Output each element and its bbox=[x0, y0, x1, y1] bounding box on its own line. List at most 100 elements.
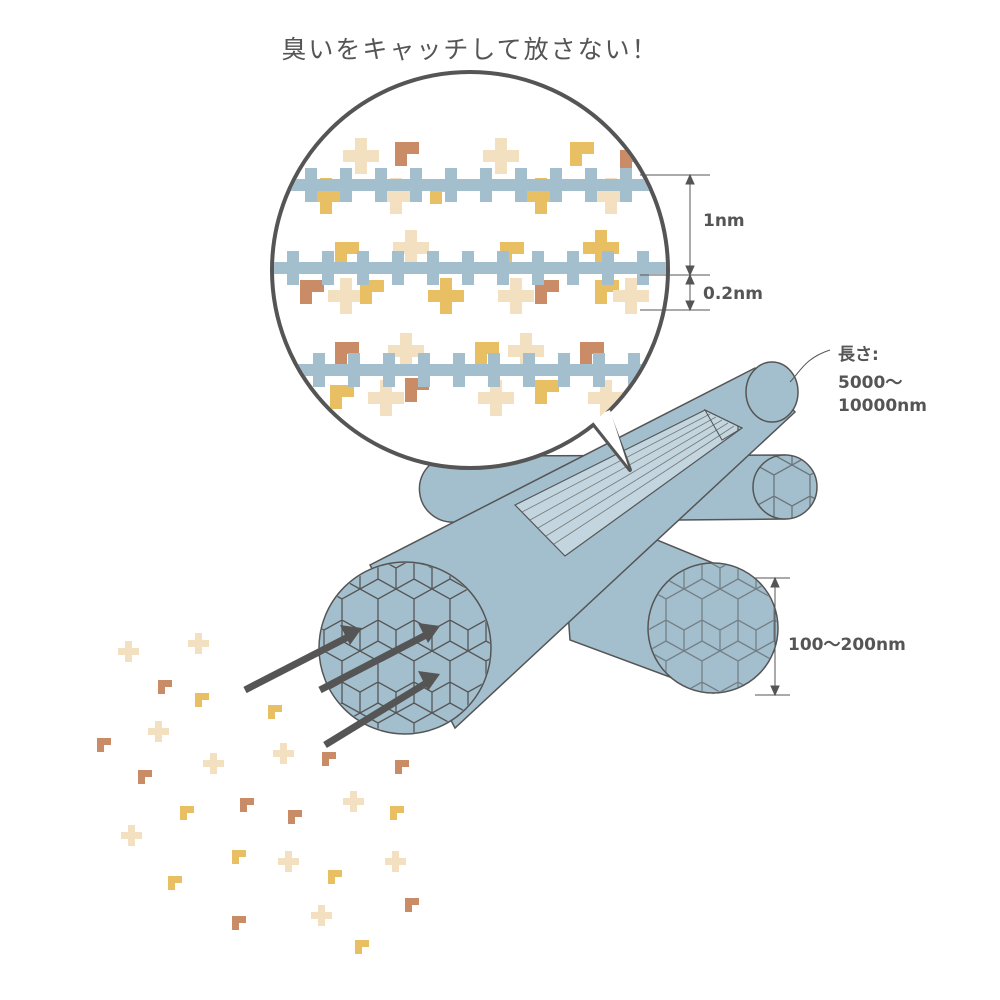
chain-branch bbox=[550, 168, 562, 202]
odor-molecule-corner bbox=[97, 738, 111, 752]
spacing-label-0-2nm: 0.2nm bbox=[703, 284, 763, 304]
molecular-spacing-dimension bbox=[640, 173, 710, 312]
odor-molecules bbox=[97, 633, 419, 954]
length-label-range: 5000〜 bbox=[838, 373, 903, 393]
odor-molecule-corner bbox=[405, 898, 419, 912]
diameter-label: 100〜200nm bbox=[788, 635, 906, 655]
chain-branch bbox=[488, 353, 500, 387]
odor-molecule-plus bbox=[388, 333, 424, 369]
chain-branch bbox=[348, 353, 360, 387]
length-label-unit: 10000nm bbox=[838, 396, 927, 416]
odor-molecule-plus bbox=[483, 138, 519, 174]
odor-molecule-corner bbox=[475, 342, 499, 366]
odor-molecule-plus bbox=[613, 278, 649, 314]
chain-branch bbox=[418, 353, 430, 387]
odor-molecule-corner bbox=[288, 810, 302, 824]
odor-molecule-corner bbox=[395, 142, 419, 166]
odor-molecule-corner bbox=[395, 760, 409, 774]
odor-molecule-corner bbox=[355, 940, 369, 954]
odor-molecule-plus bbox=[188, 633, 209, 654]
odor-molecule-corner bbox=[240, 798, 254, 812]
odor-molecule-corner bbox=[335, 342, 359, 366]
odor-molecule-plus bbox=[328, 278, 364, 314]
magnified-bubble bbox=[252, 70, 710, 472]
chain-branch bbox=[252, 251, 264, 285]
odor-molecule-plus bbox=[278, 851, 299, 872]
odor-molecule-corner bbox=[138, 770, 152, 784]
chain-branch bbox=[462, 251, 474, 285]
odor-molecule-corner bbox=[330, 385, 354, 409]
diameter-dimension bbox=[755, 576, 790, 697]
chain-branch bbox=[655, 168, 666, 202]
chain-branch bbox=[480, 168, 492, 202]
chain-branch bbox=[357, 251, 369, 285]
chain-branch bbox=[698, 353, 710, 387]
length-leader-line bbox=[789, 349, 831, 383]
chain-branch bbox=[672, 251, 684, 285]
odor-molecule-corner bbox=[300, 280, 324, 304]
chain-branch bbox=[690, 168, 702, 202]
odor-molecule-corner bbox=[535, 380, 559, 404]
chain-branch bbox=[340, 168, 352, 202]
chain-branch bbox=[558, 353, 570, 387]
chain-branch bbox=[305, 168, 317, 202]
odor-molecule-plus bbox=[478, 380, 514, 416]
odor-molecule-corner bbox=[335, 242, 359, 266]
chain-branch bbox=[532, 251, 544, 285]
chain-branch bbox=[523, 353, 535, 387]
chain-branch bbox=[602, 251, 614, 285]
odor-molecule-plus bbox=[148, 721, 169, 742]
odor-molecule-corner bbox=[232, 916, 246, 930]
odor-molecule-plus bbox=[118, 641, 139, 662]
length-label-title: 長さ: bbox=[838, 345, 879, 365]
molecular-chain bbox=[274, 333, 710, 416]
chain-backbone bbox=[274, 179, 666, 191]
chain-branch bbox=[585, 168, 597, 202]
chain-branch bbox=[445, 168, 457, 202]
odor-molecule-plus bbox=[498, 278, 534, 314]
chain-branch bbox=[322, 251, 334, 285]
page-title: 臭いをキャッチして放さない！ bbox=[281, 35, 659, 64]
chain-branch bbox=[593, 353, 605, 387]
chain-branch bbox=[278, 353, 290, 387]
chain-branch bbox=[620, 168, 632, 202]
chain-branch bbox=[567, 251, 579, 285]
odor-molecule-plus bbox=[428, 278, 464, 314]
odor-molecule-plus bbox=[385, 851, 406, 872]
chain-branch bbox=[410, 168, 422, 202]
odor-molecule-corner bbox=[268, 705, 282, 719]
odor-molecule-plus bbox=[368, 380, 404, 416]
odor-molecule-corner bbox=[328, 870, 342, 884]
odor-molecule-corner bbox=[580, 342, 604, 366]
odor-molecule-corner bbox=[232, 850, 246, 864]
molecular-chain bbox=[274, 138, 702, 214]
molecular-chain bbox=[252, 230, 684, 314]
chain-branch bbox=[287, 251, 299, 285]
odor-molecule-plus bbox=[311, 905, 332, 926]
odor-molecule-plus bbox=[343, 138, 379, 174]
odor-molecule-corner bbox=[322, 752, 336, 766]
chain-branch bbox=[453, 353, 465, 387]
chain-branch bbox=[383, 353, 395, 387]
odor-molecule-corner bbox=[158, 680, 172, 694]
odor-molecule-corner bbox=[195, 693, 209, 707]
chain-branch bbox=[515, 168, 527, 202]
chain-branch bbox=[375, 168, 387, 202]
odor-flow-arrows bbox=[243, 623, 440, 748]
spacing-label-1nm: 1nm bbox=[703, 211, 745, 231]
odor-molecule-plus bbox=[121, 825, 142, 846]
odor-molecule-plus bbox=[343, 791, 364, 812]
odor-molecule-corner bbox=[168, 876, 182, 890]
chain-branch bbox=[497, 251, 509, 285]
chain-branch bbox=[427, 251, 439, 285]
odor-molecule-plus bbox=[273, 743, 294, 764]
chain-branch bbox=[392, 251, 404, 285]
odor-molecule-corner bbox=[180, 806, 194, 820]
odor-molecule-corner bbox=[570, 142, 594, 166]
odor-molecule-plus bbox=[203, 753, 224, 774]
chain-branch bbox=[274, 168, 282, 202]
chain-branch bbox=[663, 353, 666, 387]
chain-branch bbox=[313, 353, 325, 387]
odor-molecule-plus bbox=[588, 380, 624, 416]
chain-branch bbox=[637, 251, 649, 285]
